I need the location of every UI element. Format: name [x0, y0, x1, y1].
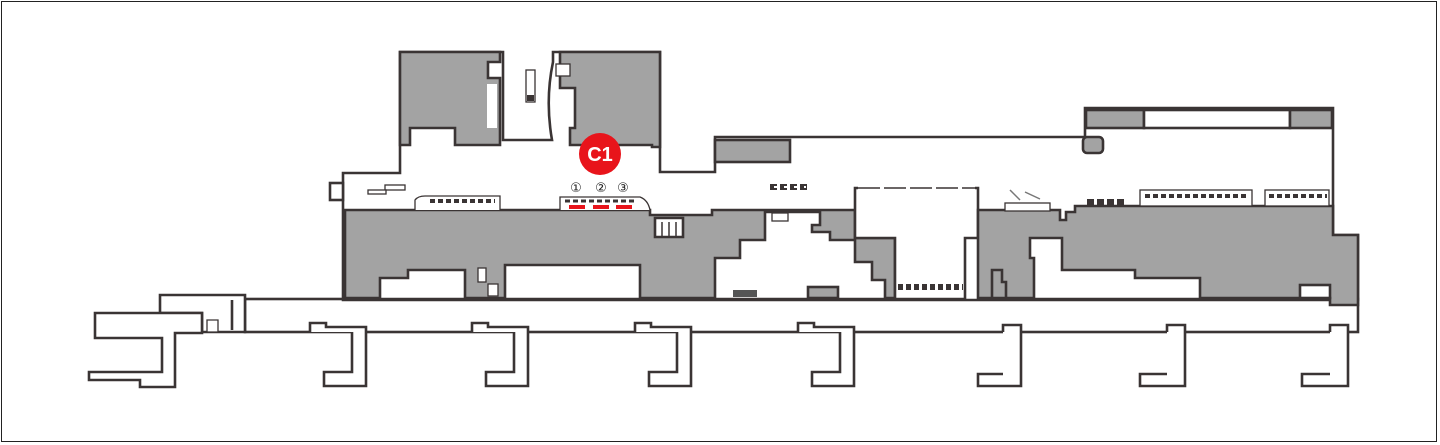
shop-block-upper-left — [398, 50, 502, 147]
counter-left — [414, 195, 501, 210]
counter-highlight-2 — [593, 205, 609, 209]
escalator-icon — [367, 184, 406, 195]
counter-label-2: ② — [595, 181, 607, 196]
counter-label-1: ① — [570, 181, 582, 196]
gate-pier — [976, 323, 1023, 388]
shop-block-upper-mid — [713, 138, 792, 164]
counter-highlight-1 — [569, 205, 585, 209]
escalator-icon — [1004, 189, 1051, 212]
elevator-icon — [525, 69, 536, 103]
counter-label-3: ③ — [617, 181, 629, 196]
c1-location-marker[interactable]: C1 — [579, 133, 621, 175]
atrium — [853, 186, 980, 301]
counter-right-1 — [1139, 189, 1253, 207]
c1-marker-label: C1 — [587, 144, 613, 166]
gate-pier — [633, 321, 693, 388]
shop-block-upper-right — [558, 50, 662, 149]
counter-right-2 — [1264, 189, 1330, 207]
gate-pier — [308, 321, 368, 388]
gate-pier — [796, 321, 856, 388]
counter-highlight-3 — [616, 205, 632, 209]
gate-piers — [308, 321, 1350, 388]
gate-pier — [1138, 323, 1187, 388]
gate-pier — [470, 321, 530, 388]
gate-pier — [1300, 323, 1350, 388]
